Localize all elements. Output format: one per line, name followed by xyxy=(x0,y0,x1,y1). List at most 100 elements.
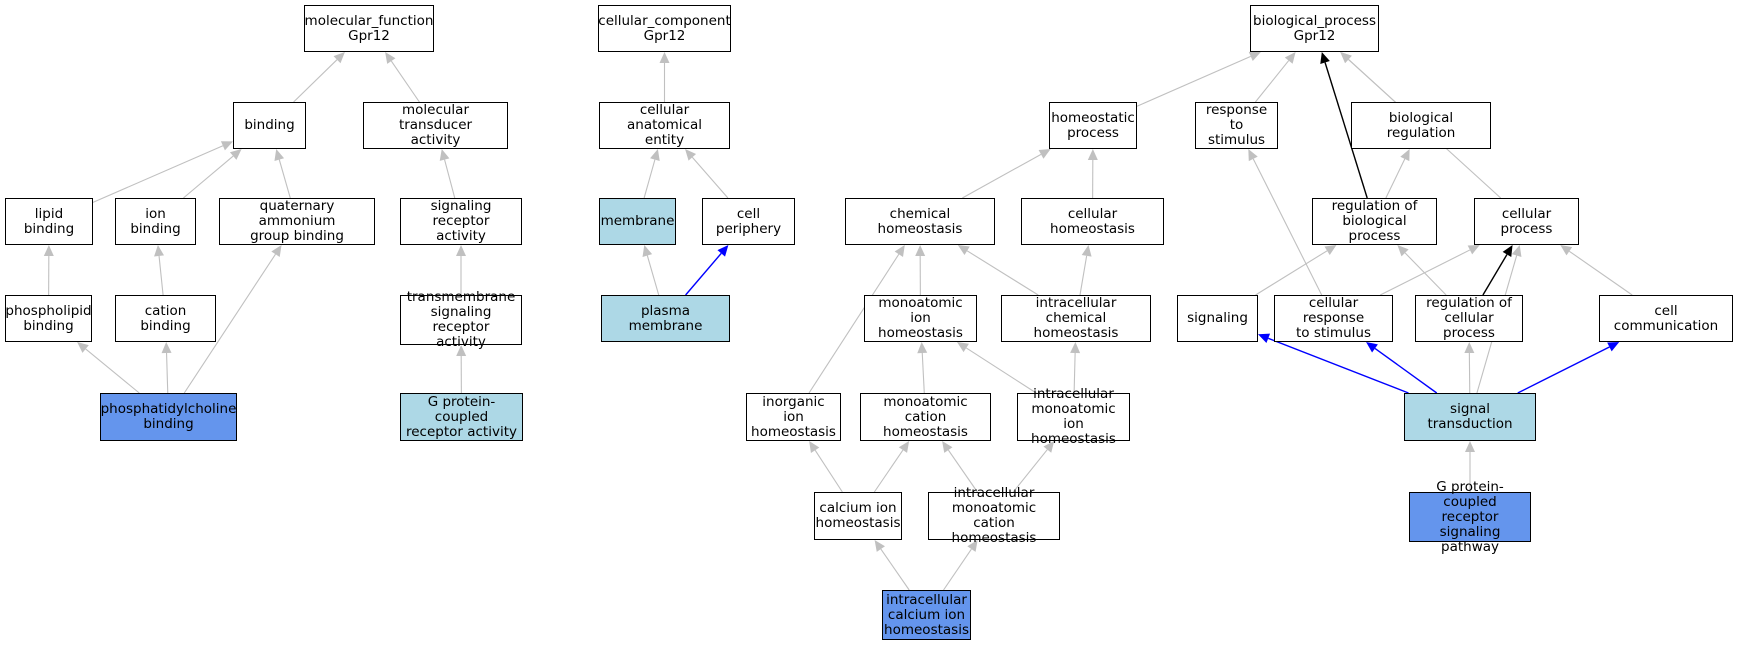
edge-intracellular-calcium-ion-homeostasis-to-calcium-ion-homeostasis xyxy=(880,548,910,591)
go-term-node-monoatomic-ion-homeostasis[interactable]: monoatomic ion homeostasis xyxy=(864,295,977,342)
edge-signaling-receptor-activity-to-molecular-transducer-activity xyxy=(444,159,456,199)
go-term-node-intracellular-monoatomic-cation-homeostasis[interactable]: intracellular monoatomic cation homeosta… xyxy=(928,486,1060,546)
arrowhead-intracellular-calcium-ion-homeostasis-to-calcium-ion-homeostasis xyxy=(874,540,885,552)
go-term-node-cellular-homeostasis[interactable]: cellular homeostasis xyxy=(1021,198,1164,245)
edge-membrane-to-cellular-anatomical-entity xyxy=(643,159,656,199)
arrowhead-gpcr-activity-to-transmembrane-signaling-receptor-activity xyxy=(456,345,467,357)
go-term-node-membrane[interactable]: membrane xyxy=(599,198,676,245)
edge-phosphatidylcholine-binding-to-phospholipid-binding xyxy=(85,348,140,394)
edge-lipid-binding-to-binding xyxy=(92,145,224,203)
arrowhead-homeostatic-process-to-biological-process xyxy=(1248,51,1261,61)
arrowhead-phospholipid-binding-to-lipid-binding xyxy=(43,245,54,257)
edge-cation-binding-to-ion-binding xyxy=(158,255,164,296)
arrowhead-transmembrane-signaling-receptor-activity-to-signaling-receptor-activity xyxy=(456,245,466,256)
edge-inorganic-ion-homeostasis-to-chemical-homeostasis xyxy=(808,253,900,394)
arrowhead-chemical-homeostasis-to-homeostatic-process xyxy=(1038,149,1051,159)
go-term-node-cellular-response-to-stimulus[interactable]: cellular response to stimulus xyxy=(1274,295,1393,342)
go-term-node-plasma-membrane[interactable]: plasma membrane xyxy=(601,295,730,342)
go-term-node-cellular-component[interactable]: cellular_component Gpr12 xyxy=(598,5,731,52)
go-term-node-inorganic-ion-homeostasis[interactable]: inorganic ion homeostasis xyxy=(746,393,841,441)
go-term-node-signal-transduction[interactable]: signal transduction xyxy=(1404,393,1536,441)
edge-response-to-stimulus-to-biological-process xyxy=(1254,60,1290,103)
go-term-node-intracellular-calcium-ion-homeostasis[interactable]: intracellular calcium ion homeostasis xyxy=(882,590,971,640)
go-term-node-lipid-binding[interactable]: lipid binding xyxy=(5,198,93,245)
arrowhead-quaternary-ammonium-group-binding-to-binding xyxy=(274,149,285,161)
go-term-node-chemical-homeostasis[interactable]: chemical homeostasis xyxy=(845,198,995,245)
go-term-node-gpcr-signaling-pathway[interactable]: G protein-coupled receptor signaling pat… xyxy=(1409,479,1531,554)
go-term-node-biological-regulation[interactable]: biological regulation xyxy=(1351,102,1491,149)
go-term-node-cation-binding[interactable]: cation binding xyxy=(115,295,216,342)
go-term-node-cellular-anatomical-entity[interactable]: cellular anatomical entity xyxy=(599,102,730,149)
arrowhead-signal-transduction-to-cellular-process xyxy=(1511,245,1522,257)
go-term-node-biological-process[interactable]: biological_process Gpr12 xyxy=(1250,5,1379,52)
arrowhead-phosphatidylcholine-binding-to-quaternary-ammonium-group-binding xyxy=(271,245,282,257)
arrowhead-signal-transduction-to-cellular-response-to-stimulus xyxy=(1366,342,1378,353)
arrowhead-cellular-process-to-biological-process xyxy=(1340,52,1352,64)
arrowhead-signal-transduction-to-cell-communication xyxy=(1607,342,1620,352)
arrowhead-molecular-transducer-activity-to-molecular-function xyxy=(385,52,396,64)
go-term-node-molecular-function[interactable]: molecular_function Gpr12 xyxy=(304,5,434,52)
arrowhead-intracellular-calcium-ion-homeostasis-to-intracellular-monoatomic-cation-homeostasis xyxy=(967,540,978,552)
edge-regulation-of-biological-process-to-biological-process xyxy=(1324,62,1368,199)
edge-cell-periphery-to-cellular-anatomical-entity xyxy=(691,156,729,199)
edge-intracellular-calcium-ion-homeostasis-to-intracellular-monoatomic-cation-homeostasis xyxy=(943,548,972,591)
arrowhead-plasma-membrane-to-cell-periphery xyxy=(717,245,729,257)
edge-intracellular-monoatomic-ion-homeostasis-to-monoatomic-ion-homeostasis xyxy=(965,347,1037,394)
arrowhead-intracellular-monoatomic-cation-homeostasis-to-intracellular-monoatomic-ion-homeostasis xyxy=(1043,441,1055,453)
edge-binding-to-molecular-function xyxy=(293,59,338,103)
edge-calcium-ion-homeostasis-to-inorganic-ion-homeostasis xyxy=(814,449,843,493)
go-term-node-quaternary-ammonium-group-binding[interactable]: quaternary ammonium group binding xyxy=(219,198,375,245)
arrowhead-cellular-response-to-stimulus-to-response-to-stimulus xyxy=(1248,149,1258,162)
edge-cellular-response-to-stimulus-to-response-to-stimulus xyxy=(1252,158,1323,296)
go-term-node-binding[interactable]: binding xyxy=(233,102,306,149)
edge-plasma-membrane-to-cell-periphery xyxy=(685,252,722,296)
arrowhead-regulation-of-biological-process-to-biological-process xyxy=(1320,52,1330,64)
arrowhead-response-to-stimulus-to-biological-process xyxy=(1284,52,1296,64)
edge-intracellular-chemical-homeostasis-to-chemical-homeostasis xyxy=(966,250,1039,296)
go-term-node-cell-periphery[interactable]: cell periphery xyxy=(702,198,795,245)
go-term-node-phosphatidylcholine-binding[interactable]: phosphatidylcholine binding xyxy=(100,393,237,441)
go-term-node-intracellular-monoatomic-ion-homeostasis[interactable]: intracellular monoatomic ion homeostasis xyxy=(1017,387,1130,447)
go-term-node-cell-communication[interactable]: cell communication xyxy=(1599,295,1733,342)
edge-phosphatidylcholine-binding-to-cation-binding xyxy=(166,352,169,394)
go-term-node-regulation-of-cellular-process[interactable]: regulation of cellular process xyxy=(1415,295,1523,342)
arrowhead-intracellular-monoatomic-cation-homeostasis-to-monoatomic-cation-homeostasis xyxy=(942,441,953,453)
arrowhead-ion-binding-to-binding xyxy=(229,149,242,160)
go-term-node-homeostatic-process[interactable]: homeostatic process xyxy=(1049,102,1137,149)
edge-signal-transduction-to-cellular-response-to-stimulus xyxy=(1374,347,1438,394)
go-term-node-phospholipid-binding[interactable]: phospholipid binding xyxy=(5,295,92,342)
go-term-node-response-to-stimulus[interactable]: response to stimulus xyxy=(1195,102,1278,149)
arrowhead-lipid-binding-to-binding xyxy=(220,141,233,151)
go-term-node-ion-binding[interactable]: ion binding xyxy=(115,198,196,245)
go-term-node-transmembrane-signaling-receptor-activity[interactable]: transmembrane signaling receptor activit… xyxy=(400,290,522,350)
arrowhead-cell-periphery-to-cellular-anatomical-entity xyxy=(685,149,697,161)
arrowhead-binding-to-molecular-function xyxy=(333,52,345,64)
edge-ion-binding-to-binding xyxy=(183,155,234,199)
go-term-node-signaling-receptor-activity[interactable]: signaling receptor activity xyxy=(400,198,522,245)
go-term-node-signaling[interactable]: signaling xyxy=(1177,295,1258,342)
arrowhead-signaling-to-regulation-of-biological-process xyxy=(1324,245,1337,256)
arrowhead-cellular-response-to-stimulus-to-cellular-process xyxy=(1467,245,1480,255)
go-term-node-regulation-of-biological-process[interactable]: regulation of biological process xyxy=(1312,198,1437,245)
arrowhead-inorganic-ion-homeostasis-to-chemical-homeostasis xyxy=(894,245,905,257)
edge-intracellular-monoatomic-ion-homeostasis-to-intracellular-chemical-homeostasis xyxy=(1073,352,1076,394)
go-term-node-intracellular-chemical-homeostasis[interactable]: intracellular chemical homeostasis xyxy=(1001,295,1151,342)
edge-signal-transduction-to-signaling xyxy=(1267,337,1409,394)
arrowhead-cellular-homeostasis-to-homeostatic-process xyxy=(1087,149,1098,161)
edge-intracellular-chemical-homeostasis-to-cellular-homeostasis xyxy=(1079,255,1088,296)
arrowhead-phosphatidylcholine-binding-to-cation-binding xyxy=(161,342,172,354)
go-term-node-monoatomic-cation-homeostasis[interactable]: monoatomic cation homeostasis xyxy=(860,393,991,441)
edge-cell-communication-to-cellular-process xyxy=(1569,250,1633,296)
edge-monoatomic-cation-homeostasis-to-monoatomic-ion-homeostasis xyxy=(921,352,925,394)
go-term-node-cellular-process[interactable]: cellular process xyxy=(1474,198,1579,245)
arrowhead-cell-communication-to-cellular-process xyxy=(1560,245,1573,256)
edge-cellular-response-to-stimulus-to-cellular-process xyxy=(1380,249,1471,296)
go-term-node-gpcr-activity[interactable]: G protein-coupled receptor activity xyxy=(400,393,523,441)
go-term-node-molecular-transducer-activity[interactable]: molecular transducer activity xyxy=(363,102,508,149)
go-term-node-calcium-ion-homeostasis[interactable]: calcium ion homeostasis xyxy=(814,492,902,540)
edge-signal-transduction-to-cell-communication xyxy=(1517,346,1610,394)
arrowhead-monoatomic-ion-homeostasis-to-chemical-homeostasis xyxy=(915,245,926,257)
edge-intracellular-monoatomic-cation-homeostasis-to-monoatomic-cation-homeostasis xyxy=(947,449,978,493)
arrowhead-intracellular-chemical-homeostasis-to-cellular-homeostasis xyxy=(1081,245,1092,257)
